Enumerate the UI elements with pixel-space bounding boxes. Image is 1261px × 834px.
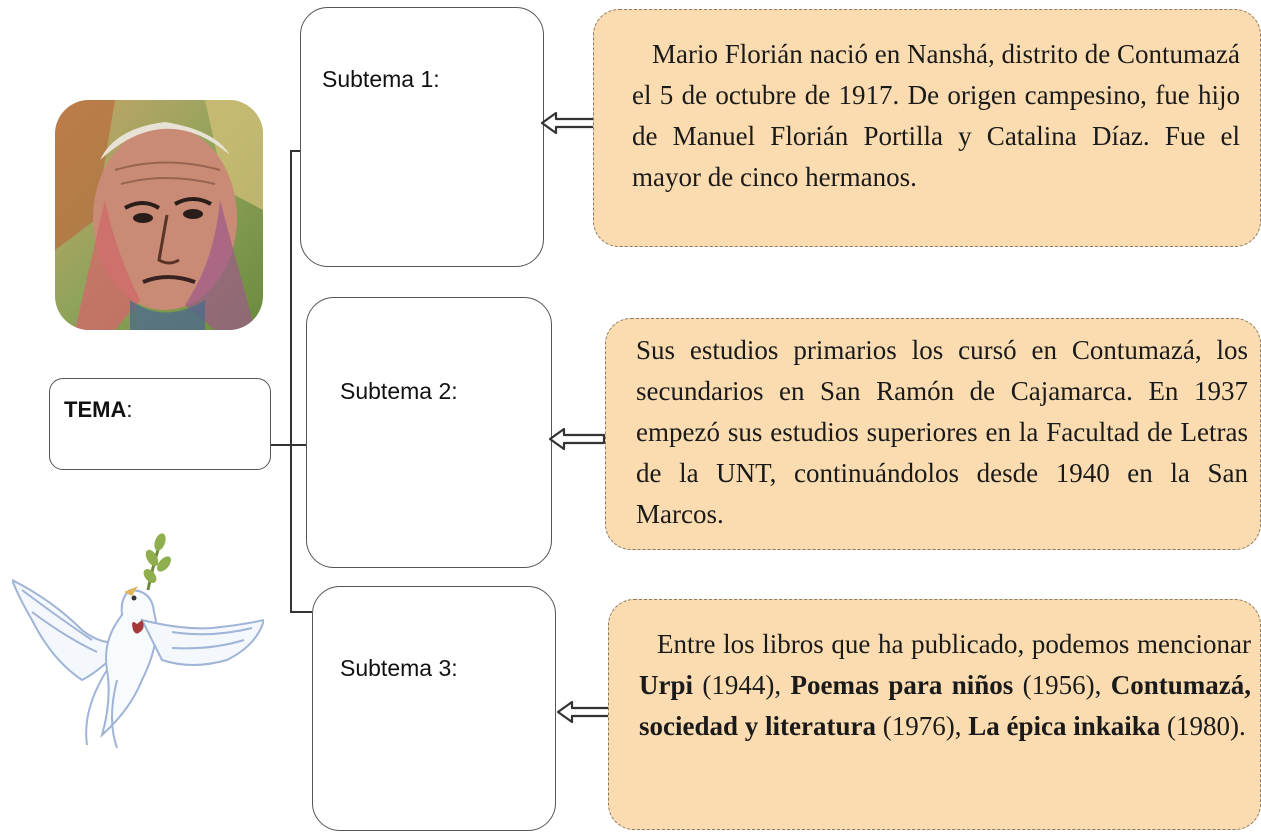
subtema-1-box[interactable]: Subtema 1: <box>300 7 544 267</box>
info-text-1: Mario Florián nació en Nanshá, distrito … <box>632 39 1240 192</box>
info-text-2: Sus estudios primarios los cursó en Cont… <box>636 335 1248 529</box>
subtema-1-label: Subtema 1: <box>322 66 440 92</box>
tema-label: TEMA: <box>64 397 133 422</box>
portrait-illustration <box>55 100 263 330</box>
connector-subtema-1 <box>290 150 304 152</box>
info-box-2: Sus estudios primarios los cursó en Cont… <box>605 318 1261 550</box>
left-arrow-icon <box>556 700 614 724</box>
subtema-3-label: Subtema 3: <box>340 655 458 681</box>
subtema-2-label: Subtema 2: <box>340 378 458 404</box>
connector-subtema-3 <box>290 611 312 613</box>
dove-illustration <box>10 520 266 750</box>
subtema-3-box[interactable]: Subtema 3: <box>312 586 556 831</box>
connector-tema <box>271 444 306 446</box>
tema-box[interactable]: TEMA: <box>49 378 271 470</box>
left-arrow-icon <box>548 427 606 451</box>
info-box-1: Mario Florián nació en Nanshá, distrito … <box>593 9 1261 247</box>
subtema-2-box[interactable]: Subtema 2: <box>306 297 552 568</box>
connector-vertical <box>290 150 292 612</box>
left-arrow-icon <box>540 111 598 135</box>
info-box-3: Entre los libros que ha publicado, podem… <box>608 599 1261 830</box>
info-text-3: Entre los libros que ha publicado, podem… <box>639 629 1251 741</box>
